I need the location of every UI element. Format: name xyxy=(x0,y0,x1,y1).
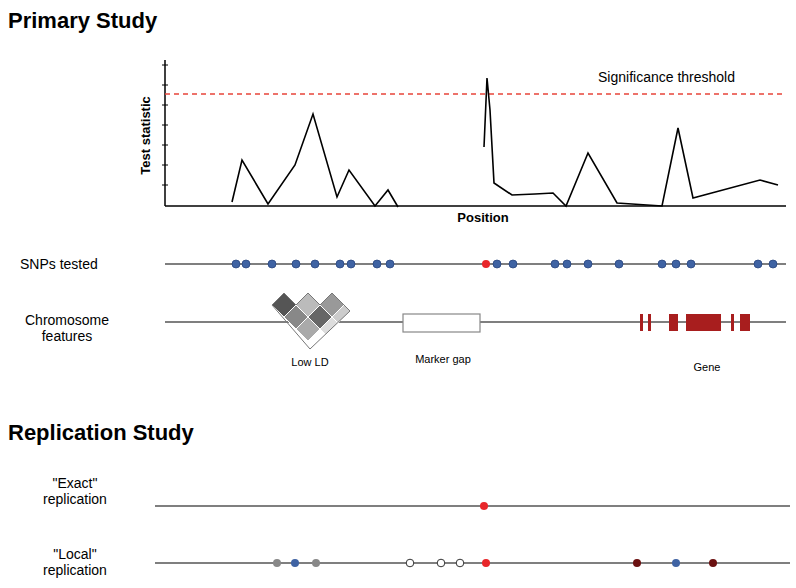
tick xyxy=(162,145,168,146)
section-heading: Primary Study xyxy=(8,8,157,33)
feature-label: Marker gap xyxy=(415,353,471,366)
statistic-trace xyxy=(484,78,778,206)
local-track xyxy=(155,562,790,563)
snp-dots xyxy=(232,260,777,268)
tick xyxy=(162,125,168,126)
ld-outline xyxy=(272,293,350,349)
section-heading: Replication Study xyxy=(8,420,194,445)
track-label: "Exact" replication xyxy=(25,475,125,507)
track-label: Chromosome features xyxy=(12,312,122,344)
axis-title: Position xyxy=(457,211,508,226)
threshold-line xyxy=(165,93,786,95)
exact-track xyxy=(155,505,790,506)
gene-exons xyxy=(640,314,750,331)
exact-snp xyxy=(480,502,488,510)
threshold-label: Significance threshold xyxy=(598,69,735,85)
statistic-trace xyxy=(232,114,398,207)
y-axis xyxy=(164,60,166,206)
tick xyxy=(162,105,168,106)
local-snps xyxy=(273,559,717,567)
tick xyxy=(162,165,168,166)
marker-gap-box xyxy=(403,314,480,332)
feature-label: Low LD xyxy=(291,356,328,369)
feature-label: Gene xyxy=(694,361,721,374)
tick xyxy=(162,85,168,86)
track-label: "Local" replication xyxy=(25,546,125,578)
tick xyxy=(162,65,168,66)
ld-block xyxy=(272,293,350,341)
top-snp xyxy=(482,260,490,268)
axis-title: Test statistic xyxy=(139,96,154,175)
x-axis xyxy=(165,205,786,207)
track-label: SNPs tested xyxy=(20,256,98,272)
tick xyxy=(162,185,168,186)
